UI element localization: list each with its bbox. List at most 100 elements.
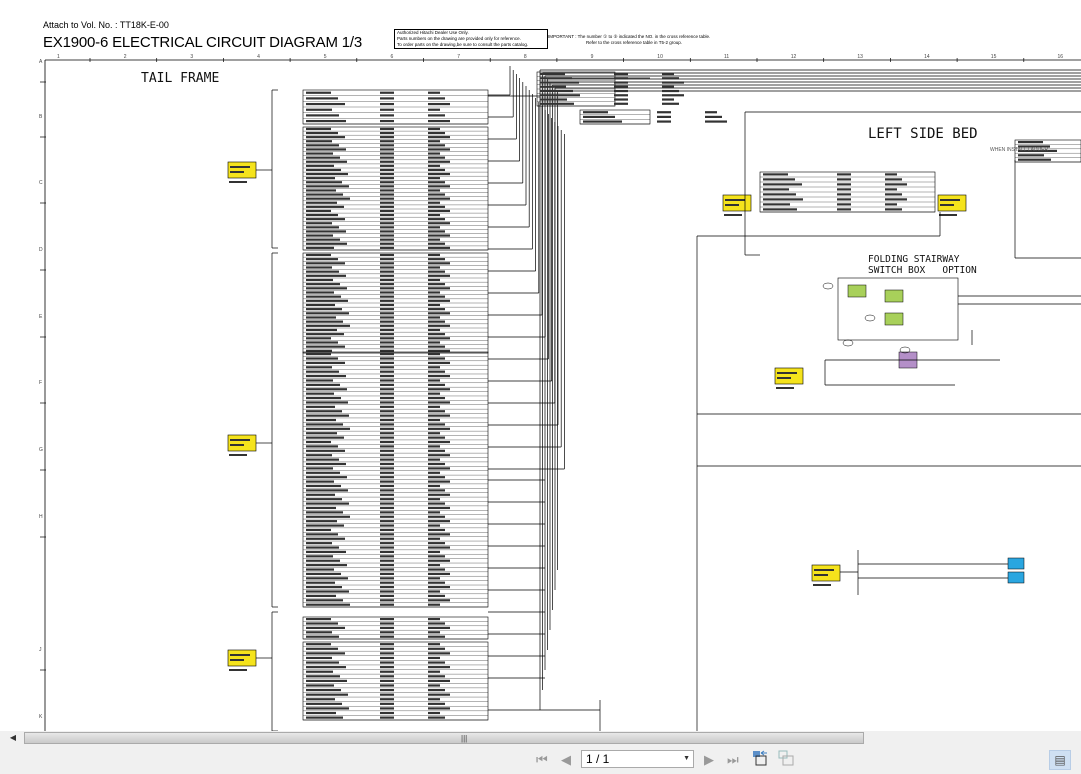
table-text xyxy=(306,168,341,172)
go-back-icon[interactable] xyxy=(751,749,769,770)
connector-box xyxy=(811,564,841,582)
table-text xyxy=(428,484,440,488)
table-text xyxy=(428,242,445,245)
table-text xyxy=(380,388,394,391)
table-text xyxy=(380,458,394,461)
notice-line: To order parts on the drawing,be sure to… xyxy=(397,42,529,47)
table-text xyxy=(306,693,348,696)
table-text xyxy=(428,379,440,382)
table-text xyxy=(428,274,450,277)
table-text xyxy=(306,274,346,277)
table-text xyxy=(428,136,450,139)
table-text xyxy=(428,401,450,404)
table-text xyxy=(306,679,347,682)
connector-box xyxy=(937,194,967,212)
table-text xyxy=(428,357,445,360)
table-text xyxy=(306,631,332,634)
document-page: Attach to Vol. No. : TT18K-E-00 EX1900-6… xyxy=(0,0,1081,731)
table-text xyxy=(428,666,450,669)
table-text xyxy=(428,328,440,332)
table-text xyxy=(428,270,445,273)
table-text xyxy=(306,670,333,673)
table-text xyxy=(428,414,450,417)
table-text xyxy=(306,287,347,290)
table-text xyxy=(380,291,394,294)
table-text xyxy=(306,127,331,131)
table-text xyxy=(428,205,445,208)
table-text xyxy=(428,361,450,364)
go-forward-icon[interactable] xyxy=(777,749,795,770)
table-text xyxy=(540,77,572,80)
connector-label xyxy=(813,584,831,586)
single-page-view-icon[interactable]: ▤ xyxy=(1049,750,1071,770)
table-text xyxy=(380,160,394,163)
table-text xyxy=(380,467,394,470)
table-text xyxy=(428,716,445,719)
table-text xyxy=(428,550,440,554)
table-text xyxy=(428,546,450,549)
table-text xyxy=(540,89,573,93)
table-text xyxy=(428,581,445,584)
table-text xyxy=(614,85,628,88)
table-text xyxy=(306,328,337,332)
table-text xyxy=(380,308,394,311)
table-text xyxy=(705,111,717,114)
table-text xyxy=(306,520,337,523)
table-text xyxy=(380,299,394,302)
table-text xyxy=(428,266,440,269)
page-selector[interactable]: 1 / 1▼ xyxy=(581,750,694,768)
scroll-left-arrow-icon[interactable]: ◀ xyxy=(9,733,17,742)
table-text xyxy=(380,484,394,488)
next-page-icon[interactable]: ▶ xyxy=(704,752,714,767)
table-text xyxy=(306,156,340,159)
table-text xyxy=(380,675,394,678)
connector-box xyxy=(227,434,257,452)
table-text xyxy=(885,188,897,191)
table-text xyxy=(428,445,440,448)
connector-text xyxy=(725,199,745,201)
table-text xyxy=(306,253,331,257)
table-text xyxy=(306,312,349,315)
table-text xyxy=(428,140,440,143)
table-text xyxy=(306,177,335,180)
table-text xyxy=(306,226,339,229)
connector-label xyxy=(939,214,957,216)
table-text xyxy=(837,208,851,211)
table-text xyxy=(380,361,394,364)
table-text xyxy=(662,72,674,76)
table-text xyxy=(306,502,349,505)
table-text xyxy=(306,564,347,567)
table-text xyxy=(380,520,394,523)
table-text xyxy=(306,643,331,646)
table-text xyxy=(380,506,394,510)
table-text xyxy=(306,181,342,184)
table-text xyxy=(428,119,450,123)
table-text xyxy=(306,594,336,598)
table-text xyxy=(428,599,450,602)
prev-page-icon[interactable]: ◀ xyxy=(561,752,571,767)
table-text xyxy=(380,258,394,261)
connector-box xyxy=(227,649,257,667)
scrollbar-thumb[interactable]: ||| xyxy=(24,732,864,744)
table-text xyxy=(380,515,394,518)
first-page-icon[interactable]: ⏮ xyxy=(536,752,548,767)
last-page-icon[interactable]: ⏭ xyxy=(727,752,739,767)
table-text xyxy=(380,349,394,352)
table-text xyxy=(428,238,440,241)
table-text xyxy=(306,528,331,532)
table-text xyxy=(837,193,851,196)
connector-text xyxy=(230,171,244,173)
table-text xyxy=(380,707,394,710)
grid-column-label: 11 xyxy=(724,54,730,60)
table-text xyxy=(380,643,394,646)
horizontal-scrollbar[interactable]: ◀ ||| xyxy=(0,731,1081,745)
table-text xyxy=(380,626,394,629)
switch-box-option-label: SWITCH BOX OPTION xyxy=(868,265,977,276)
table-text xyxy=(380,189,394,192)
table-text xyxy=(885,183,907,186)
table-text xyxy=(306,308,342,311)
table-text xyxy=(306,537,345,540)
table-text xyxy=(662,94,684,97)
table-text xyxy=(380,476,394,479)
table-text xyxy=(306,559,340,562)
